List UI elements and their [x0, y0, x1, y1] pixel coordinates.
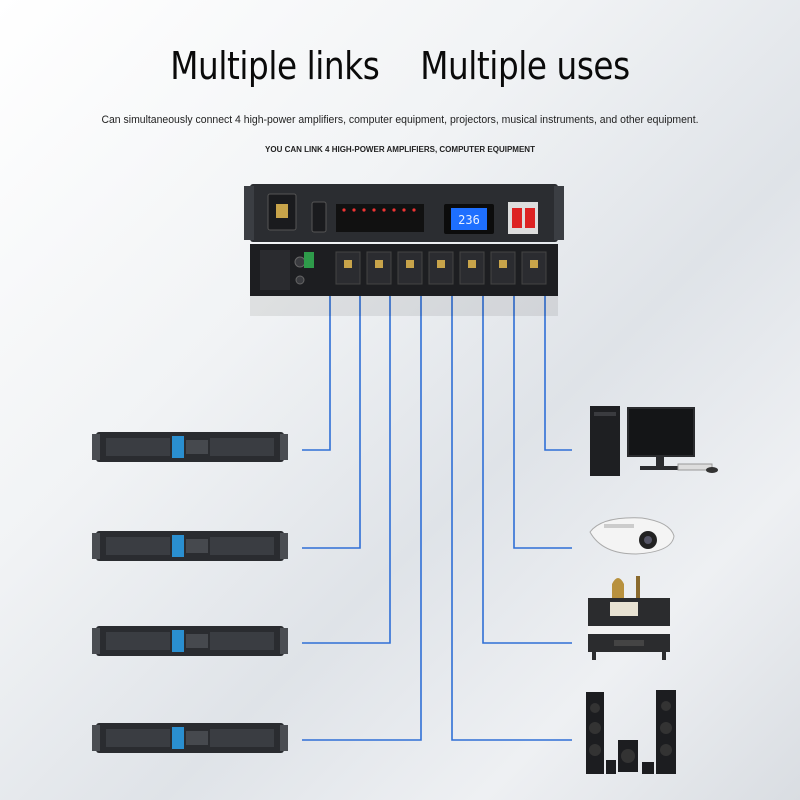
- wire-amplifier-2: [302, 282, 361, 549]
- amplifier-icon: [92, 432, 288, 462]
- voltage-display: 236: [458, 213, 480, 227]
- headline: Multiple links Multiple uses: [56, 44, 744, 88]
- amplifier-icon: [92, 723, 288, 753]
- piano-icon: [588, 576, 670, 660]
- wire-amplifier-4: [302, 282, 422, 741]
- amplifier-icon: [92, 531, 288, 561]
- wire-speakers: [451, 282, 572, 741]
- title-multiple-links: Multiple links: [170, 44, 380, 88]
- computer-icon: [590, 406, 718, 476]
- subtitle: Can simultaneously connect 4 high-power …: [101, 114, 699, 126]
- projector-icon: [589, 517, 675, 555]
- wire-piano: [482, 282, 572, 644]
- power-sequencer-icon: 236: [244, 184, 564, 316]
- wire-computer: [544, 282, 572, 451]
- caption: YOU CAN LINK 4 HIGH-POWER AMPLIFIERS, CO…: [265, 145, 535, 154]
- wire-amplifier-1: [302, 282, 331, 451]
- speaker-system-icon: [586, 690, 676, 774]
- amplifier-icon: [92, 626, 288, 656]
- wire-amplifier-3: [302, 282, 391, 644]
- wire-projector: [513, 282, 572, 549]
- title-multiple-uses: Multiple uses: [420, 44, 630, 88]
